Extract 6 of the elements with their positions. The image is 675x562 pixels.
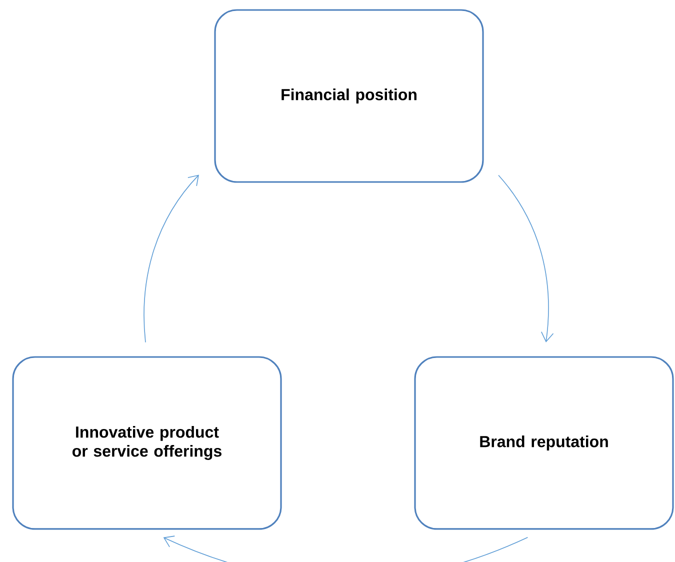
process-box: Innovative product or service offerings [12, 356, 282, 530]
process-box: Brand reputation [414, 356, 674, 530]
arrow [163, 536, 528, 562]
process-box: Financial position [214, 9, 484, 183]
arrow [498, 174, 554, 342]
arrow [144, 174, 199, 343]
